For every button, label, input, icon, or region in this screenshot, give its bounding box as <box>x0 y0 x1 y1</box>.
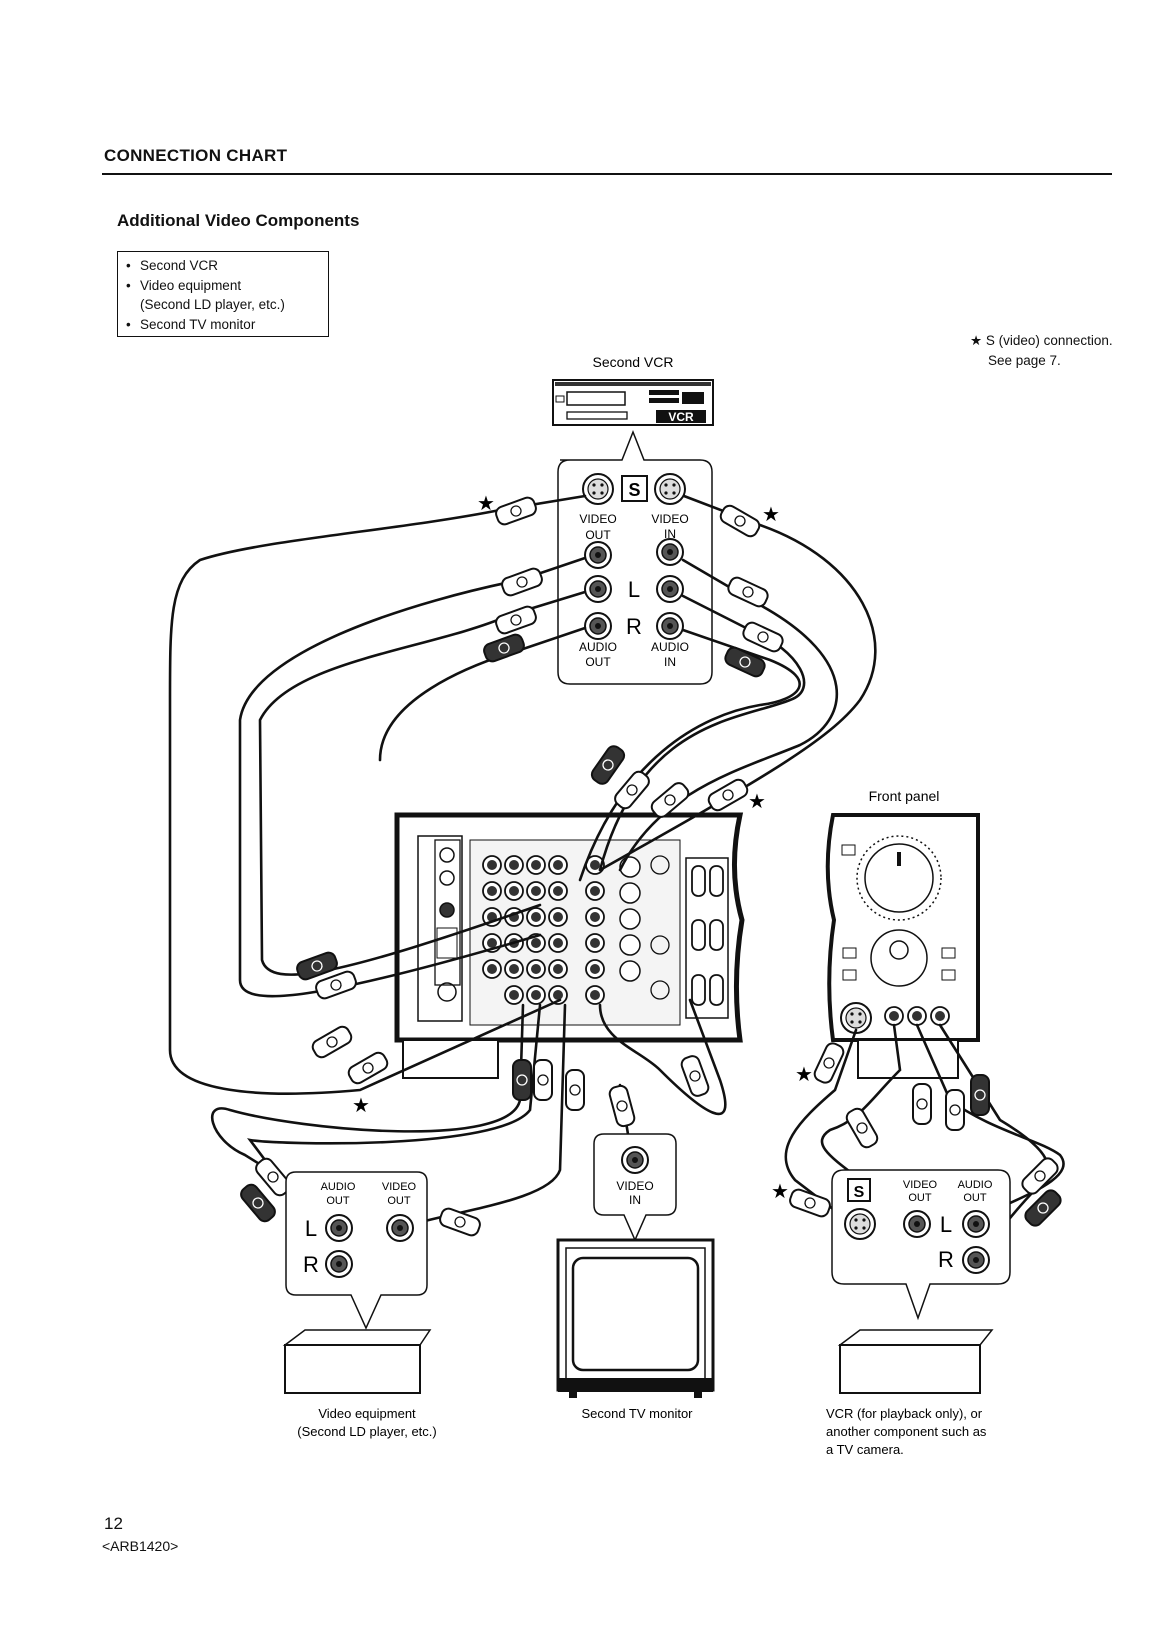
star-icon: ★ <box>748 791 766 813</box>
star-icon: ★ <box>352 1095 370 1117</box>
vcr-audio-in-r-jack <box>656 612 684 640</box>
pb-audio-out-label-2: OUT <box>963 1192 987 1204</box>
ve-video-out-jack <box>386 1214 414 1242</box>
vcr-badge: VCR <box>668 410 694 424</box>
tv-video-in-label-2: IN <box>629 1193 641 1207</box>
playback-vcr-panel: S VIDEO OUT AUDIO OUT L R <box>831 1169 1011 1321</box>
title-rule <box>102 173 1112 175</box>
pb-video-out-label: VIDEO <box>903 1179 938 1191</box>
pb-s-mark: S <box>854 1184 865 1201</box>
cables <box>168 494 1065 1262</box>
receiver-front-panel <box>825 813 980 1079</box>
vcr-video-in-jack <box>656 538 684 566</box>
pb-left-label: L <box>940 1212 952 1237</box>
vcr-audio-out-label-2: OUT <box>585 655 611 669</box>
vcr-audio-in-l-jack <box>656 575 684 603</box>
playback-vcr-caption: VCR (for playback only), or <box>826 1406 983 1421</box>
pb-right-label: R <box>938 1247 954 1272</box>
vcr-audio-in-label: AUDIO <box>651 640 689 654</box>
video-equipment-device <box>282 1329 432 1394</box>
s-video-note: ★ S (video) connection. See page 7. <box>970 331 1113 371</box>
playback-vcr-caption-2: another component such as <box>826 1424 987 1439</box>
second-vcr-label: Second VCR <box>593 354 674 370</box>
vcr-left-label: L <box>628 577 640 602</box>
ve-audio-r-jack <box>325 1250 353 1278</box>
playback-vcr-device <box>837 1329 994 1394</box>
ve-left-label: L <box>305 1216 317 1241</box>
front-audio-r-jack <box>930 1006 950 1026</box>
vcr-right-label: R <box>626 614 642 639</box>
pb-audio-out-label: AUDIO <box>958 1179 993 1191</box>
ve-video-out-label-2: OUT <box>387 1195 411 1207</box>
receiver-rear-panel <box>394 812 745 1079</box>
ve-audio-out-label-2: OUT <box>326 1195 350 1207</box>
s-video-note-line: ★ S (video) connection. <box>970 333 1113 348</box>
vcr-audio-in-label-2: IN <box>664 655 676 669</box>
tv-monitor-caption: Second TV monitor <box>581 1406 693 1421</box>
star-icon: ★ <box>477 493 495 515</box>
tv-monitor-panel: VIDEO IN <box>593 1133 677 1242</box>
pb-audio-l-jack <box>962 1210 990 1238</box>
vcr-s-video-out-jack <box>582 473 614 505</box>
ve-video-out-label: VIDEO <box>382 1181 417 1193</box>
video-equipment-caption-2: (Second LD player, etc.) <box>297 1424 436 1439</box>
tv-video-in-label: VIDEO <box>616 1179 653 1193</box>
front-s-video-jack <box>840 1002 872 1034</box>
s-video-note-ref: See page 7. <box>988 353 1061 368</box>
s-connection-stars: ★ ★ ★ ★ ★ ★ <box>352 493 813 1203</box>
pb-video-out-label-2: OUT <box>908 1192 932 1204</box>
doc-code: <ARB1420> <box>102 1538 179 1554</box>
component-item: •Second VCR <box>126 258 219 273</box>
ve-right-label: R <box>303 1252 319 1277</box>
vcr-video-out-label-2: OUT <box>585 528 611 542</box>
video-equipment-caption: Video equipment <box>318 1406 416 1421</box>
component-item: •Video equipment <box>126 277 242 293</box>
section-title: CONNECTION CHART <box>104 146 288 165</box>
star-icon: ★ <box>762 504 780 526</box>
playback-vcr-caption-3: a TV camera. <box>826 1442 904 1457</box>
second-vcr-panel: S VIDEO OUT VIDEO IN L R AUDIO OUT AUDIO… <box>557 429 713 685</box>
front-panel-label: Front panel <box>869 788 940 804</box>
front-video-jack <box>884 1006 904 1026</box>
page-number: 12 <box>104 1514 123 1533</box>
vcr-s-video-in-jack <box>654 473 686 505</box>
pb-video-out-jack <box>903 1210 931 1238</box>
pb-s-video-jack <box>844 1208 876 1240</box>
vcr-video-in-label: VIDEO <box>651 512 688 526</box>
ve-audio-l-jack <box>325 1214 353 1242</box>
vcr-video-out-label: VIDEO <box>579 512 616 526</box>
tv-monitor-device <box>556 1238 715 1398</box>
pb-audio-r-jack <box>962 1246 990 1274</box>
vcr-audio-out-label: AUDIO <box>579 640 617 654</box>
vcr-s-mark: S <box>628 480 640 500</box>
component-item-note: (Second LD player, etc.) <box>140 297 285 312</box>
second-vcr-device: VCR <box>552 379 714 426</box>
component-item: •Second TV monitor <box>126 316 256 332</box>
rear-jack-grid <box>482 855 670 1005</box>
star-icon: ★ <box>771 1181 789 1203</box>
subtitle: Additional Video Components <box>117 211 360 230</box>
ve-audio-out-label: AUDIO <box>321 1181 356 1193</box>
video-equipment-panel: AUDIO OUT VIDEO OUT L R <box>285 1171 428 1330</box>
vcr-video-out-jack <box>584 541 612 569</box>
vcr-audio-out-l-jack <box>584 575 612 603</box>
star-icon: ★ <box>795 1064 813 1086</box>
components-list-box: •Second VCR •Video equipment (Second LD … <box>117 251 329 337</box>
front-audio-l-jack <box>907 1006 927 1026</box>
tv-video-in-jack <box>621 1146 649 1174</box>
vcr-video-in-label-2: IN <box>664 527 676 541</box>
vcr-audio-out-r-jack <box>584 612 612 640</box>
